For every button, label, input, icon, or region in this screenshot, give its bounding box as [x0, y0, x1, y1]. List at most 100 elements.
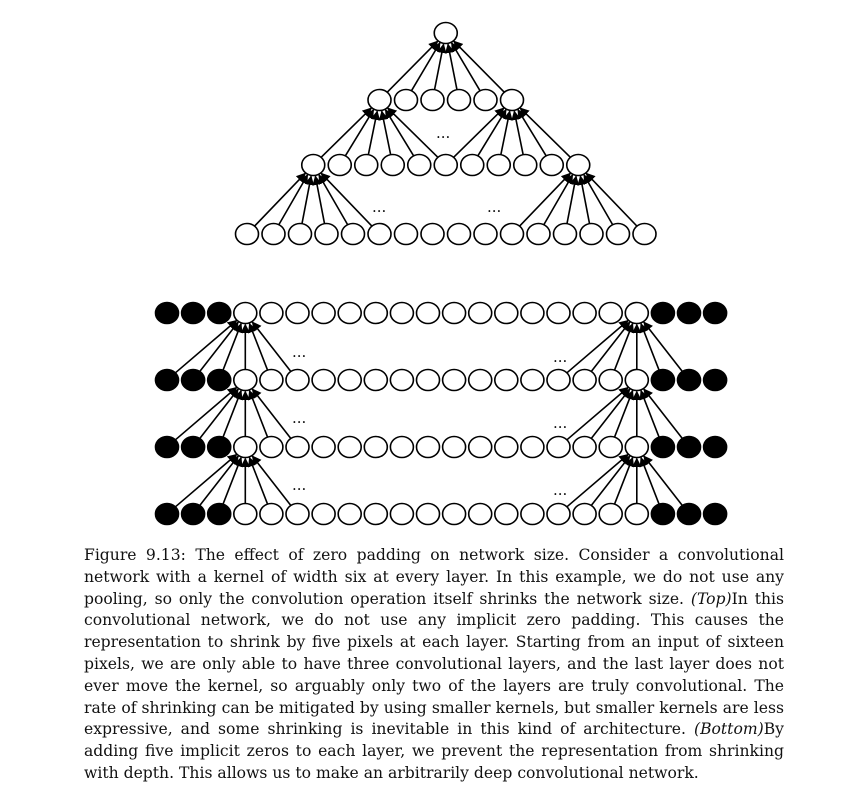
figure-bottom-zero-padding: ... ... ... ... ... ... — [154, 301, 728, 526]
bottom-edge-l1-n18-k2 — [643, 455, 684, 507]
bottom-edge-l3-n18-k-3 — [565, 319, 629, 374]
bottom-node-l3-n3 — [233, 301, 258, 325]
top-node-l2-n1 — [393, 88, 419, 112]
bottom-edge-l3-n3-k-3 — [174, 319, 238, 374]
top-ellipsis-1: ... — [436, 124, 450, 142]
top-node-l2-n0 — [367, 88, 392, 112]
bottom-node-l1-n16 — [572, 435, 597, 459]
top-edge-l2-n5-k3 — [511, 110, 524, 155]
bottom-ellipsis-2a: ... — [292, 409, 306, 427]
bottom-node-l0-n14 — [520, 502, 545, 526]
bottom-edge-l2-n3-k-3 — [174, 386, 238, 441]
top-node-l2-n4 — [473, 88, 498, 112]
bottom-edge-l2-n3-k-2 — [198, 388, 239, 440]
top-node-l0-n6 — [393, 222, 419, 246]
bottom-node-l1-n19 — [650, 435, 676, 459]
top-edge-l1-n0-k0 — [253, 172, 306, 227]
top-edge-l3-n0-k3 — [444, 43, 458, 90]
top-node-l1-n9 — [539, 153, 565, 177]
top-node-l1-n8 — [512, 153, 538, 177]
bottom-node-l2-n3 — [233, 368, 258, 392]
bottom-node-l1-n15 — [546, 435, 571, 459]
top-node-l1-n10 — [565, 153, 591, 177]
bottom-edge-l1-n18-k-2 — [590, 455, 631, 507]
caption-part1: The effect of zero padding on network si… — [84, 546, 784, 608]
bottom-edge-l1-n3-k-1 — [222, 456, 243, 505]
bottom-node-l3-n0 — [154, 301, 180, 325]
bottom-node-l3-n2 — [206, 301, 232, 325]
bottom-edge-l3-n3-k-2 — [198, 321, 239, 373]
bottom-node-l0-n3 — [233, 502, 258, 526]
bottom-edges — [174, 319, 684, 508]
top-node-l1-n5 — [433, 153, 459, 177]
bottom-node-l3-n15 — [546, 301, 571, 325]
top-node-l0-n10 — [499, 222, 525, 246]
top-edge-l2-n5-k1 — [477, 108, 507, 157]
bottom-node-l0-n4 — [259, 502, 284, 526]
bottom-node-l1-n1 — [180, 435, 206, 459]
bottom-node-l1-n10 — [415, 435, 441, 459]
bottom-node-l3-n8 — [363, 301, 389, 325]
bottom-edge-l2-n3-k-1 — [222, 389, 243, 438]
bottom-node-l2-n17 — [598, 368, 624, 392]
bottom-node-l3-n10 — [415, 301, 441, 325]
top-node-l0-n5 — [367, 222, 392, 246]
bottom-node-l2-n6 — [311, 368, 336, 392]
bottom-node-l0-n10 — [415, 502, 441, 526]
top-node-l2-n3 — [446, 88, 472, 112]
bottom-node-l2-n10 — [415, 368, 441, 392]
bottom-nodes — [154, 301, 728, 526]
top-edge-l1-n10-k3 — [577, 175, 591, 224]
bottom-node-l2-n14 — [520, 368, 545, 392]
top-node-l0-n9 — [473, 222, 498, 246]
bottom-node-l1-n12 — [467, 435, 493, 459]
bottom-node-l1-n9 — [389, 435, 415, 459]
top-edge-l1-n0-k3 — [312, 175, 326, 224]
caption-label: Figure 9.13: — [84, 546, 186, 564]
bottom-node-l0-n6 — [311, 502, 336, 526]
bottom-edge-l2-n18-k2 — [643, 388, 684, 440]
top-edge-l3-n0-k4 — [450, 42, 481, 92]
bottom-node-l0-n12 — [467, 502, 493, 526]
bottom-node-l2-n1 — [180, 368, 206, 392]
bottom-node-l3-n1 — [180, 301, 206, 325]
top-edge-l1-n0-k2 — [301, 175, 315, 224]
bottom-node-l0-n18 — [624, 502, 650, 526]
top-node-l0-n3 — [314, 222, 339, 246]
top-edge-l2-n0-k0 — [320, 107, 372, 159]
bottom-node-l0-n13 — [493, 502, 519, 526]
bottom-node-l0-n0 — [154, 502, 180, 526]
top-edge-l3-n0-k5 — [453, 40, 506, 94]
bottom-edge-l1-n18-k-1 — [613, 456, 634, 505]
bottom-edge-l2-n18-k-2 — [590, 388, 631, 440]
bottom-edge-l1-n18-k-3 — [565, 453, 629, 508]
bottom-node-l2-n21 — [702, 368, 728, 392]
caption-tag-top: (Top) — [690, 589, 732, 608]
bottom-node-l3-n5 — [285, 301, 310, 325]
bottom-node-l3-n11 — [441, 301, 467, 325]
bottom-node-l0-n21 — [702, 502, 728, 526]
top-edge-l2-n0-k5 — [387, 107, 439, 159]
bottom-node-l0-n8 — [363, 502, 389, 526]
top-node-l0-n2 — [287, 222, 313, 246]
top-edge-l1-n10-k2 — [566, 175, 580, 224]
bottom-node-l2-n13 — [493, 368, 519, 392]
bottom-node-l0-n15 — [546, 502, 571, 526]
top-node-l1-n6 — [459, 153, 485, 177]
top-edge-l2-n0-k1 — [344, 108, 375, 157]
bottom-ellipsis-3a: ... — [292, 476, 306, 494]
top-node-l0-n4 — [340, 222, 366, 246]
bottom-ellipsis-1a: ... — [292, 343, 306, 361]
top-node-l0-n14 — [605, 222, 631, 246]
bottom-node-l1-n0 — [154, 435, 180, 459]
bottom-node-l1-n6 — [311, 435, 336, 459]
bottom-node-l2-n7 — [337, 368, 363, 392]
bottom-node-l3-n6 — [311, 301, 336, 325]
top-edge-l2-n5-k5 — [519, 107, 572, 159]
bottom-node-l1-n21 — [702, 435, 728, 459]
bottom-node-l1-n3 — [233, 435, 258, 459]
top-node-l1-n3 — [380, 153, 406, 177]
bottom-edge-l1-n3-k2 — [251, 455, 292, 507]
top-node-l0-n8 — [446, 222, 472, 246]
top-edge-l2-n0-k3 — [378, 110, 392, 155]
